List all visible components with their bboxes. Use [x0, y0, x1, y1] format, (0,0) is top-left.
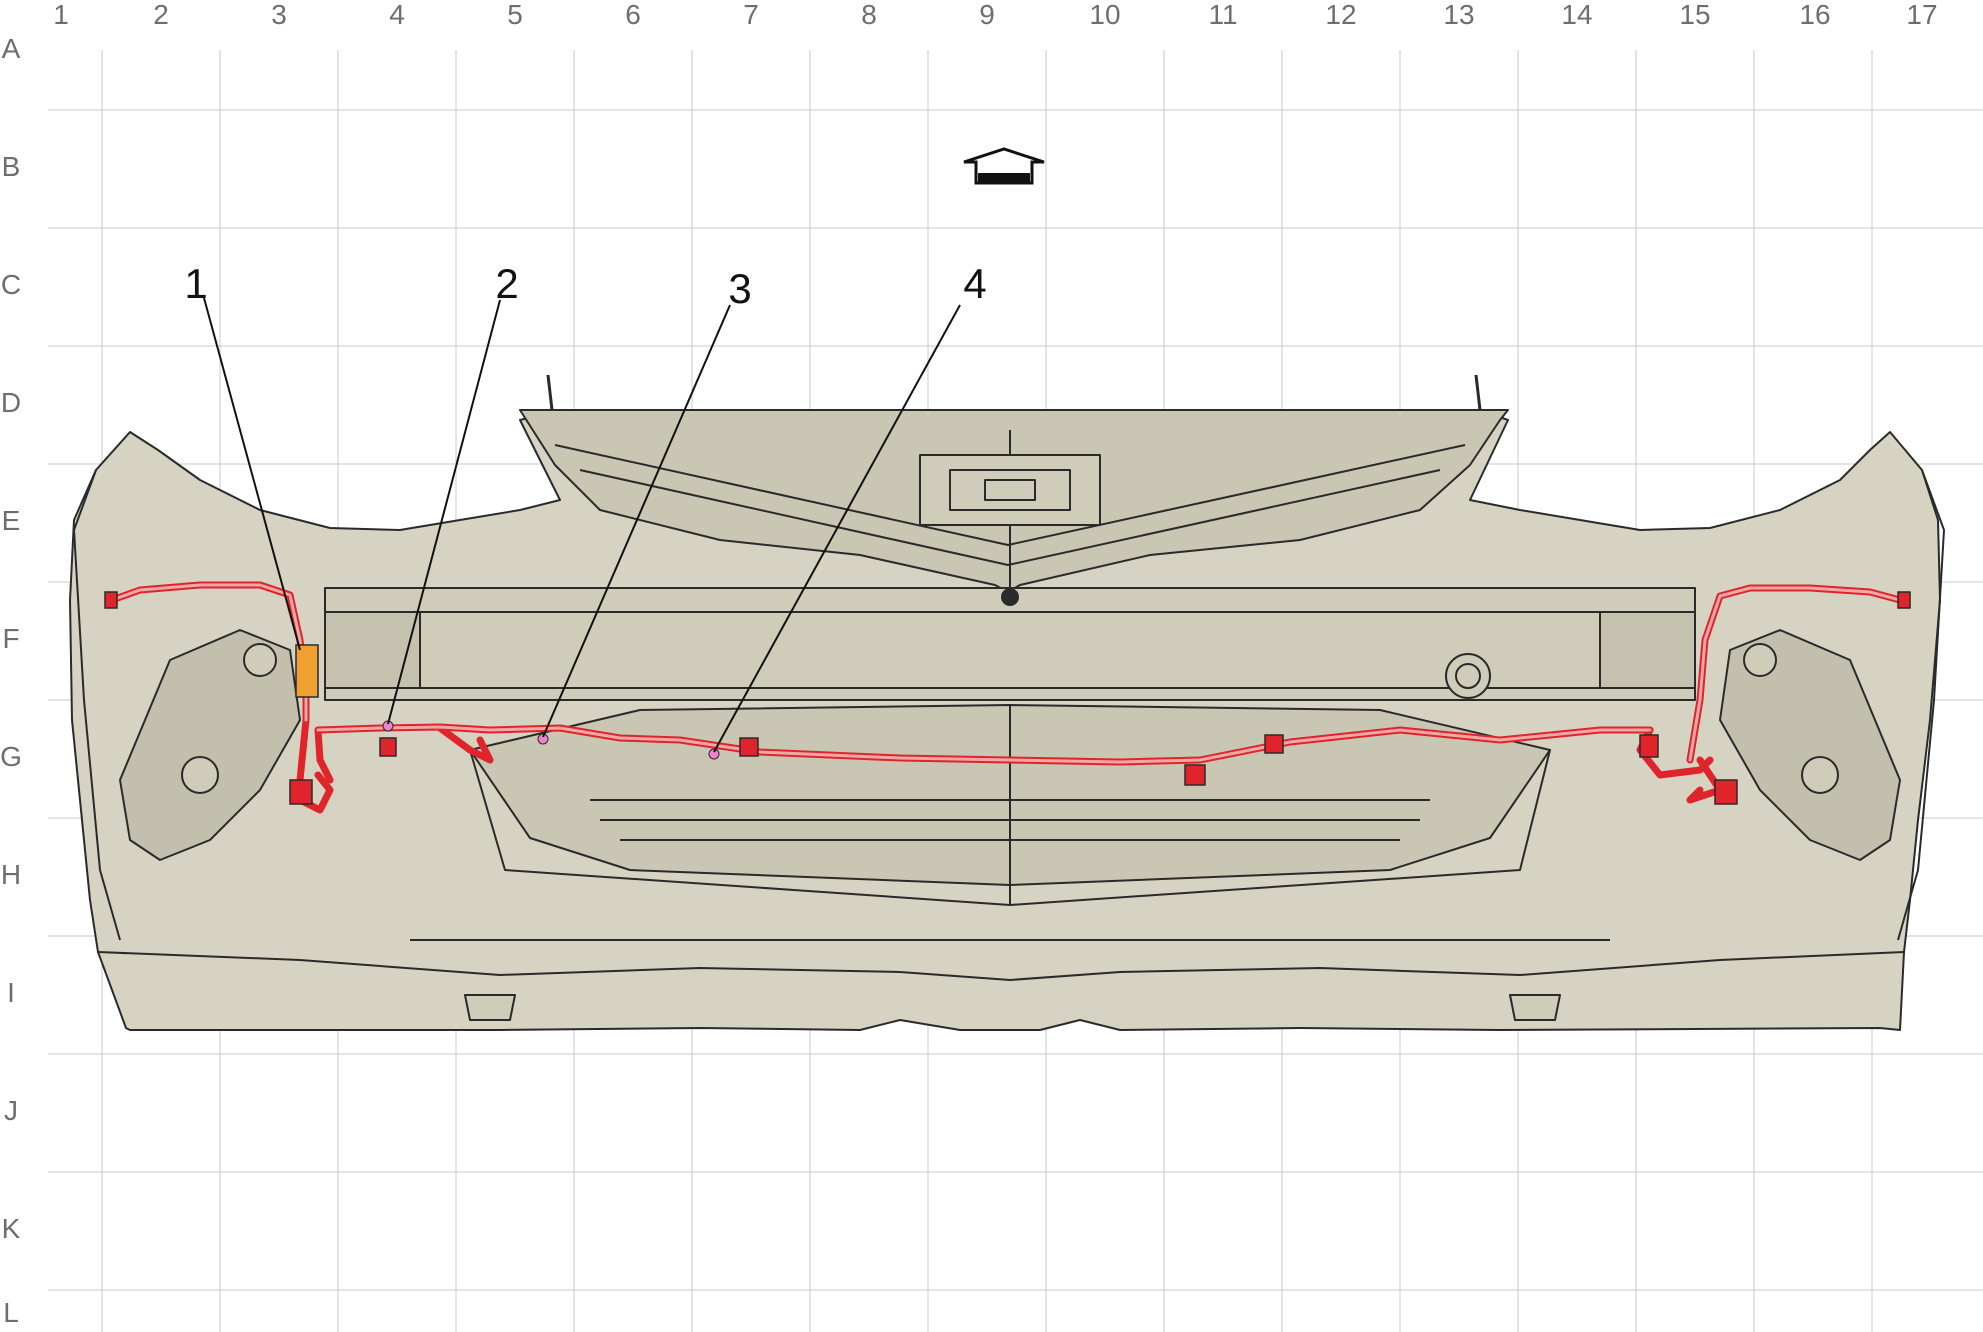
column-label: 10: [1089, 0, 1120, 30]
column-labels: 1 2 3 4 5 6 7 8 9 10 11 12 13 14 15 16 1…: [53, 0, 1937, 30]
column-label: 12: [1325, 0, 1356, 30]
harness-connectors: [104, 591, 1911, 805]
row-label: H: [1, 859, 21, 890]
row-labels: A B C D E F G H I J K L: [0, 33, 22, 1328]
column-label: 8: [861, 0, 877, 30]
column-label: 11: [1208, 0, 1237, 30]
connector: [1184, 764, 1206, 786]
connector: [1897, 591, 1911, 609]
row-label: D: [1, 387, 21, 418]
control-module: [295, 644, 319, 698]
row-label: G: [0, 741, 22, 772]
column-label: 17: [1906, 0, 1937, 30]
column-label: 2: [153, 0, 169, 30]
callout-label-4: 4: [963, 260, 986, 307]
callout-label-2: 2: [495, 260, 518, 307]
row-label: K: [2, 1213, 21, 1244]
connector: [379, 737, 397, 757]
row-label: A: [2, 33, 21, 64]
connector: [1264, 734, 1284, 754]
column-label: 14: [1561, 0, 1592, 30]
column-label: 7: [743, 0, 759, 30]
connector: [1639, 734, 1659, 758]
callout-label-1: 1: [184, 260, 207, 307]
row-label: L: [3, 1297, 19, 1328]
left-fog-lamp-housing: [119, 629, 301, 861]
column-label: 4: [389, 0, 405, 30]
connector: [739, 737, 759, 757]
connector: [289, 779, 313, 805]
row-label: B: [2, 151, 21, 182]
arrow-up-icon: [963, 147, 1045, 185]
callout-leaders: [203, 297, 961, 753]
row-label: E: [2, 505, 21, 536]
bumper-assembly: [69, 374, 1945, 1031]
column-label: 9: [979, 0, 995, 30]
connector: [104, 591, 118, 609]
callout-labels: 1 2 3 4: [184, 260, 986, 312]
row-label: I: [7, 977, 15, 1008]
column-label: 3: [271, 0, 287, 30]
column-label: 1: [53, 0, 69, 30]
row-label: C: [1, 269, 21, 300]
column-label: 13: [1443, 0, 1474, 30]
callout-label-3: 3: [728, 265, 751, 312]
right-fog-lamp-housing: [1719, 629, 1901, 861]
row-label: J: [4, 1095, 18, 1126]
row-label: F: [2, 623, 19, 654]
splice-point: [708, 748, 720, 760]
splice-point: [537, 733, 549, 745]
column-label: 6: [625, 0, 641, 30]
connector: [1714, 779, 1738, 805]
column-label: 5: [507, 0, 523, 30]
column-label: 16: [1799, 0, 1830, 30]
column-label: 15: [1679, 0, 1710, 30]
